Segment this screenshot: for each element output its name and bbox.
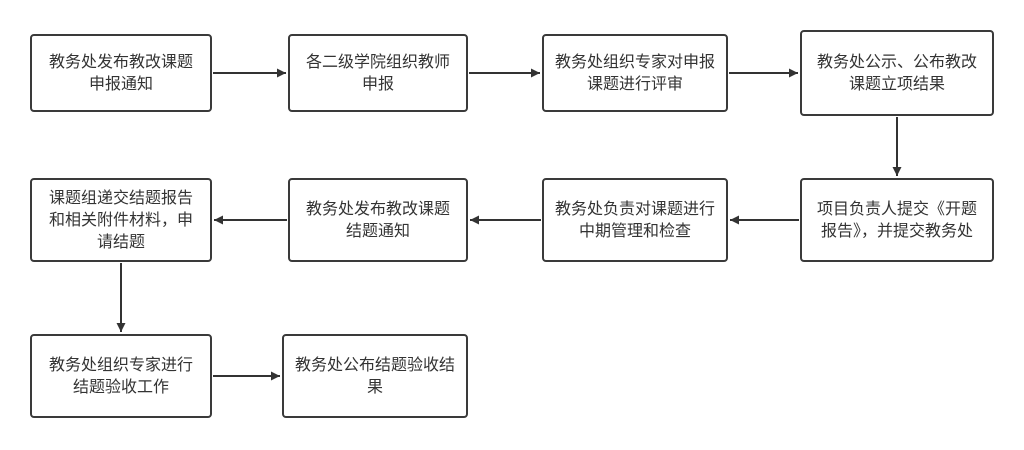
step-label: 各二级学院组织教师申报 [305, 52, 450, 93]
step-label: 项目负责人提交《开题报告》，并提交教务处 [816, 199, 977, 240]
step-conclusion-acceptance: 教务处组织专家进行结题验收工作 [30, 334, 212, 418]
step-label: 课题组递交结题报告和相关附件材料，申请结题 [48, 188, 193, 251]
step-publish-conclusion-notice: 教务处发布教改课题结题通知 [288, 178, 468, 262]
step-midterm-management: 教务处负责对课题进行中期管理和检查 [542, 178, 728, 262]
step-label: 教务处负责对课题进行中期管理和检查 [554, 199, 715, 240]
step-expert-review: 教务处组织专家对申报课题进行评审 [542, 34, 728, 112]
step-label: 教务处公示、公布教改课题立项结果 [816, 52, 977, 93]
step-label: 教务处组织专家进行结题验收工作 [48, 355, 193, 396]
step-label: 教务处发布教改课题申报通知 [48, 52, 193, 93]
step-label: 教务处发布教改课题结题通知 [305, 199, 450, 240]
step-label: 教务处公布结题验收结果 [294, 355, 455, 396]
step-publish-acceptance-results: 教务处公布结题验收结果 [282, 334, 468, 418]
step-announce-approval-results: 教务处公示、公布教改课题立项结果 [800, 30, 994, 116]
step-submit-conclusion-report: 课题组递交结题报告和相关附件材料，申请结题 [30, 178, 212, 262]
step-college-organize-application: 各二级学院组织教师申报 [288, 34, 468, 112]
step-publish-application-notice: 教务处发布教改课题申报通知 [30, 34, 212, 112]
step-label: 教务处组织专家对申报课题进行评审 [554, 52, 715, 93]
step-submit-opening-report: 项目负责人提交《开题报告》，并提交教务处 [800, 178, 994, 262]
